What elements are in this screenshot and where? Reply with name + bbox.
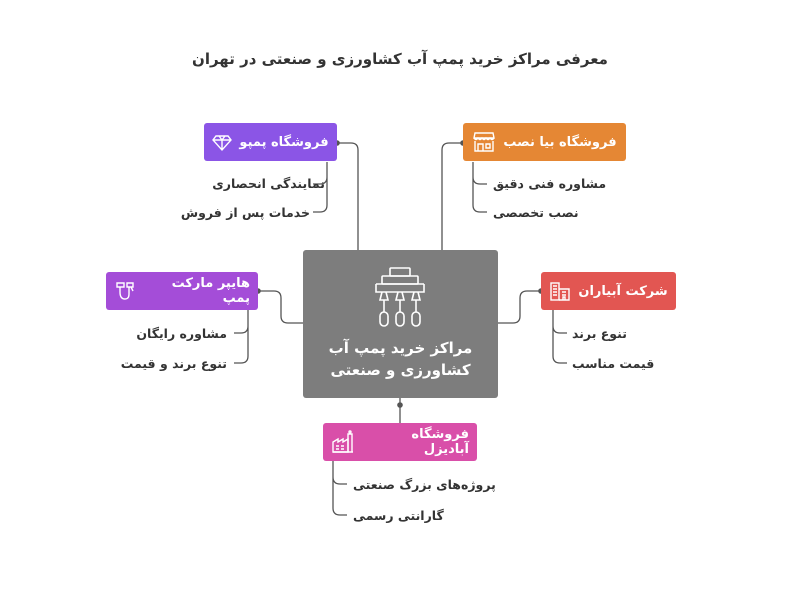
link-abyaran: [498, 290, 541, 324]
bracket-abadizel: [332, 461, 347, 516]
link-pampo: [337, 142, 359, 250]
storefront-icon: [472, 130, 496, 154]
gem-icon: [212, 132, 233, 152]
stores-network-icon: [368, 266, 432, 334]
biyanasb-item-2: نصب تخصصی: [493, 205, 579, 220]
abyaran-item-2: قیمت مناسب: [572, 356, 655, 371]
central-label-line1: مراکز خرید پمپ آب: [328, 339, 473, 357]
bracket-abyaran: [552, 310, 567, 364]
bracket-hypermarket: [234, 310, 249, 364]
node-biyanasb: فروشگاه بیا نصب: [463, 123, 626, 161]
node-abadizel: فروشگاه آبادیزل: [323, 423, 477, 461]
node-hypermarket: هایپر مارکت پمپ: [106, 272, 258, 310]
link-biyanasb: [441, 142, 463, 250]
abyaran-item-1: تنوع برند: [572, 326, 627, 341]
bracket-pampo: [313, 162, 328, 213]
pampo-item-2: خدمات پس از فروش: [180, 205, 310, 220]
central-label: مراکز خرید پمپ آب کشاورزی و صنعتی: [303, 337, 498, 381]
page-title: معرفی مراکز خرید پمپ آب کشاورزی و صنعتی …: [192, 50, 608, 68]
central-node: مراکز خرید پمپ آب کشاورزی و صنعتی: [303, 250, 498, 398]
bracket-biyanasb: [472, 162, 487, 213]
abadizel-item-1: پروژه‌های بزرگ صنعتی: [353, 477, 496, 492]
central-label-line2: کشاورزی و صنعتی: [330, 361, 471, 379]
node-biyanasb-label: فروشگاه بیا نصب: [503, 134, 617, 150]
hypermarket-item-2: تنوع برند و قیمت: [120, 356, 227, 371]
biyanasb-item-1: مشاوره فنی دقیق: [493, 176, 607, 191]
hypermarket-item-1: مشاوره رایگان: [136, 326, 227, 341]
buildings-icon: [549, 280, 571, 302]
node-abyaran-label: شرکت آبیاران: [578, 283, 668, 299]
factory-icon: [331, 430, 355, 454]
abadizel-item-2: گارانتی رسمی: [353, 508, 444, 523]
node-pampo-label: فروشگاه پمپو: [239, 134, 329, 150]
link-hypermarket: [258, 290, 303, 324]
node-hypermarket-label: هایپر مارکت پمپ: [171, 276, 250, 306]
node-abyaran: شرکت آبیاران: [541, 272, 676, 310]
node-pampo: فروشگاه پمپو: [204, 123, 337, 161]
pipe-tool-icon: [114, 280, 136, 302]
node-abadizel-label: فروشگاه آبادیزل: [411, 427, 469, 457]
pampo-item-1: نمایندگی انحصاری: [212, 176, 325, 191]
